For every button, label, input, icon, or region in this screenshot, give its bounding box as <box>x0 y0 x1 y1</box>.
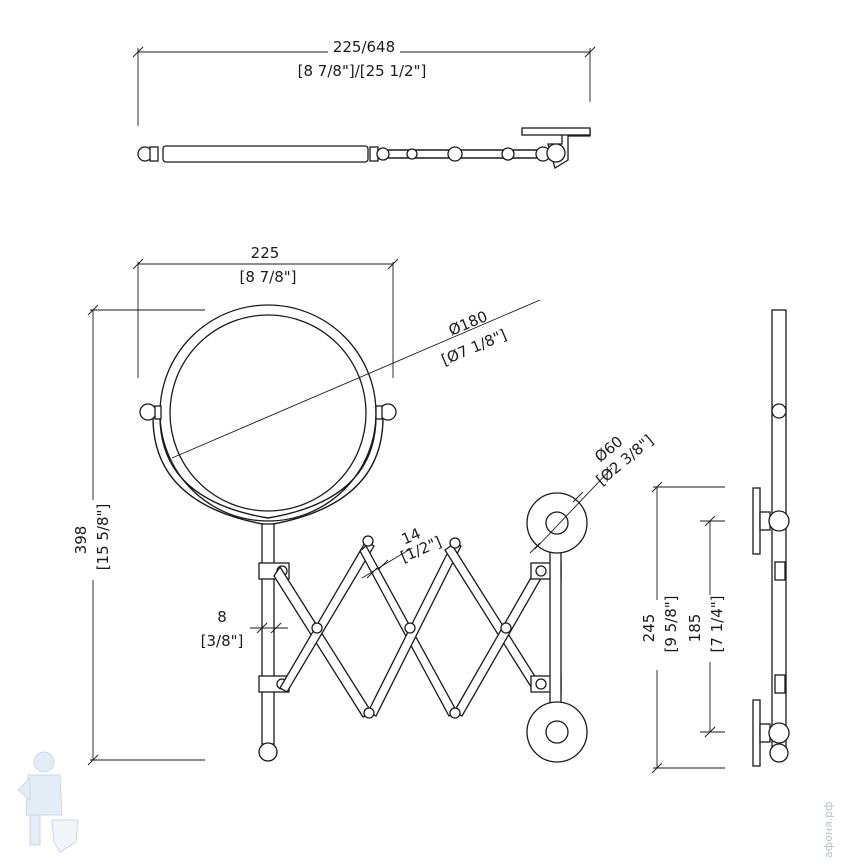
top-width-in: [8 7/8"]/[25 1/2"] <box>298 62 427 80</box>
arm-spacing-in: [3/8"] <box>201 632 244 650</box>
mount-height-mm: 245 <box>640 614 658 643</box>
mount-spacing-in: [7 1/4"] <box>708 595 726 652</box>
scissor-arms <box>273 535 545 719</box>
mount-height-in: [9 5/8"] <box>662 595 680 652</box>
height-mm: 398 <box>72 526 90 555</box>
mirror-width-in: [8 7/8"] <box>239 268 296 286</box>
arm-spacing-mm: 8 <box>217 608 227 626</box>
watermark-text: афоня.рф <box>822 801 835 858</box>
mount-spacing-mm: 185 <box>686 614 704 643</box>
front-view: 225 [8 7/8"] 398 [15 5/8"] Ø180 [Ø7 1/8"… <box>72 244 657 766</box>
height-in: [15 5/8"] <box>94 504 112 571</box>
plumber-mascot-logo <box>17 751 79 853</box>
mirror-width-mm: 225 <box>251 244 280 262</box>
side-view: 245 [9 5/8"] 185 [7 1/4"] <box>640 309 790 774</box>
top-width-mm: 225/648 <box>333 38 395 56</box>
top-view: 225/648 [8 7/8"]/[25 1/2"] <box>132 38 596 170</box>
